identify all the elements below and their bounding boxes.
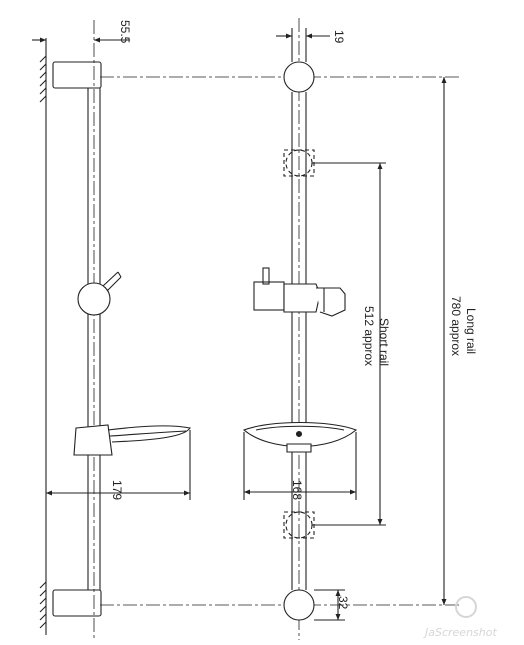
dimension-short-rail xyxy=(312,162,386,526)
top-end-cap xyxy=(283,61,315,93)
label-short-rail-length: 512 approx xyxy=(362,306,376,366)
side-view xyxy=(32,20,191,640)
front-view xyxy=(100,18,462,640)
label-long-rail: Long rail xyxy=(464,308,478,354)
wall-hatch-bottom xyxy=(39,581,47,629)
dimension-32 xyxy=(314,589,345,621)
watermark-text: JaScreenshot xyxy=(423,626,497,639)
bottom-wall-bracket xyxy=(52,589,102,617)
label-32: 32 xyxy=(336,596,350,610)
soap-dish-side xyxy=(73,424,191,456)
handset-holder-side xyxy=(77,271,122,316)
top-wall-bracket xyxy=(52,61,102,89)
wall-hatch-top xyxy=(39,55,47,103)
label-55-5: 55.5 xyxy=(118,20,132,44)
handset-holder-front xyxy=(253,267,346,317)
dimension-168 xyxy=(243,432,357,500)
dimension-long-rail xyxy=(441,77,447,605)
watermark-logo-icon xyxy=(455,596,477,618)
dimension-55-5 xyxy=(32,37,130,50)
label-168: 168 xyxy=(290,480,304,500)
dimension-179 xyxy=(46,430,191,500)
dimension-19 xyxy=(276,28,330,62)
label-long-rail-length: 780 approx xyxy=(449,296,463,356)
label-179: 179 xyxy=(110,480,124,500)
watermark: JaScreenshot xyxy=(423,596,497,639)
soap-dish-front xyxy=(242,422,358,453)
label-19: 19 xyxy=(332,30,346,44)
bottom-end-cap xyxy=(283,589,315,621)
label-short-rail: Short rail xyxy=(377,318,391,366)
